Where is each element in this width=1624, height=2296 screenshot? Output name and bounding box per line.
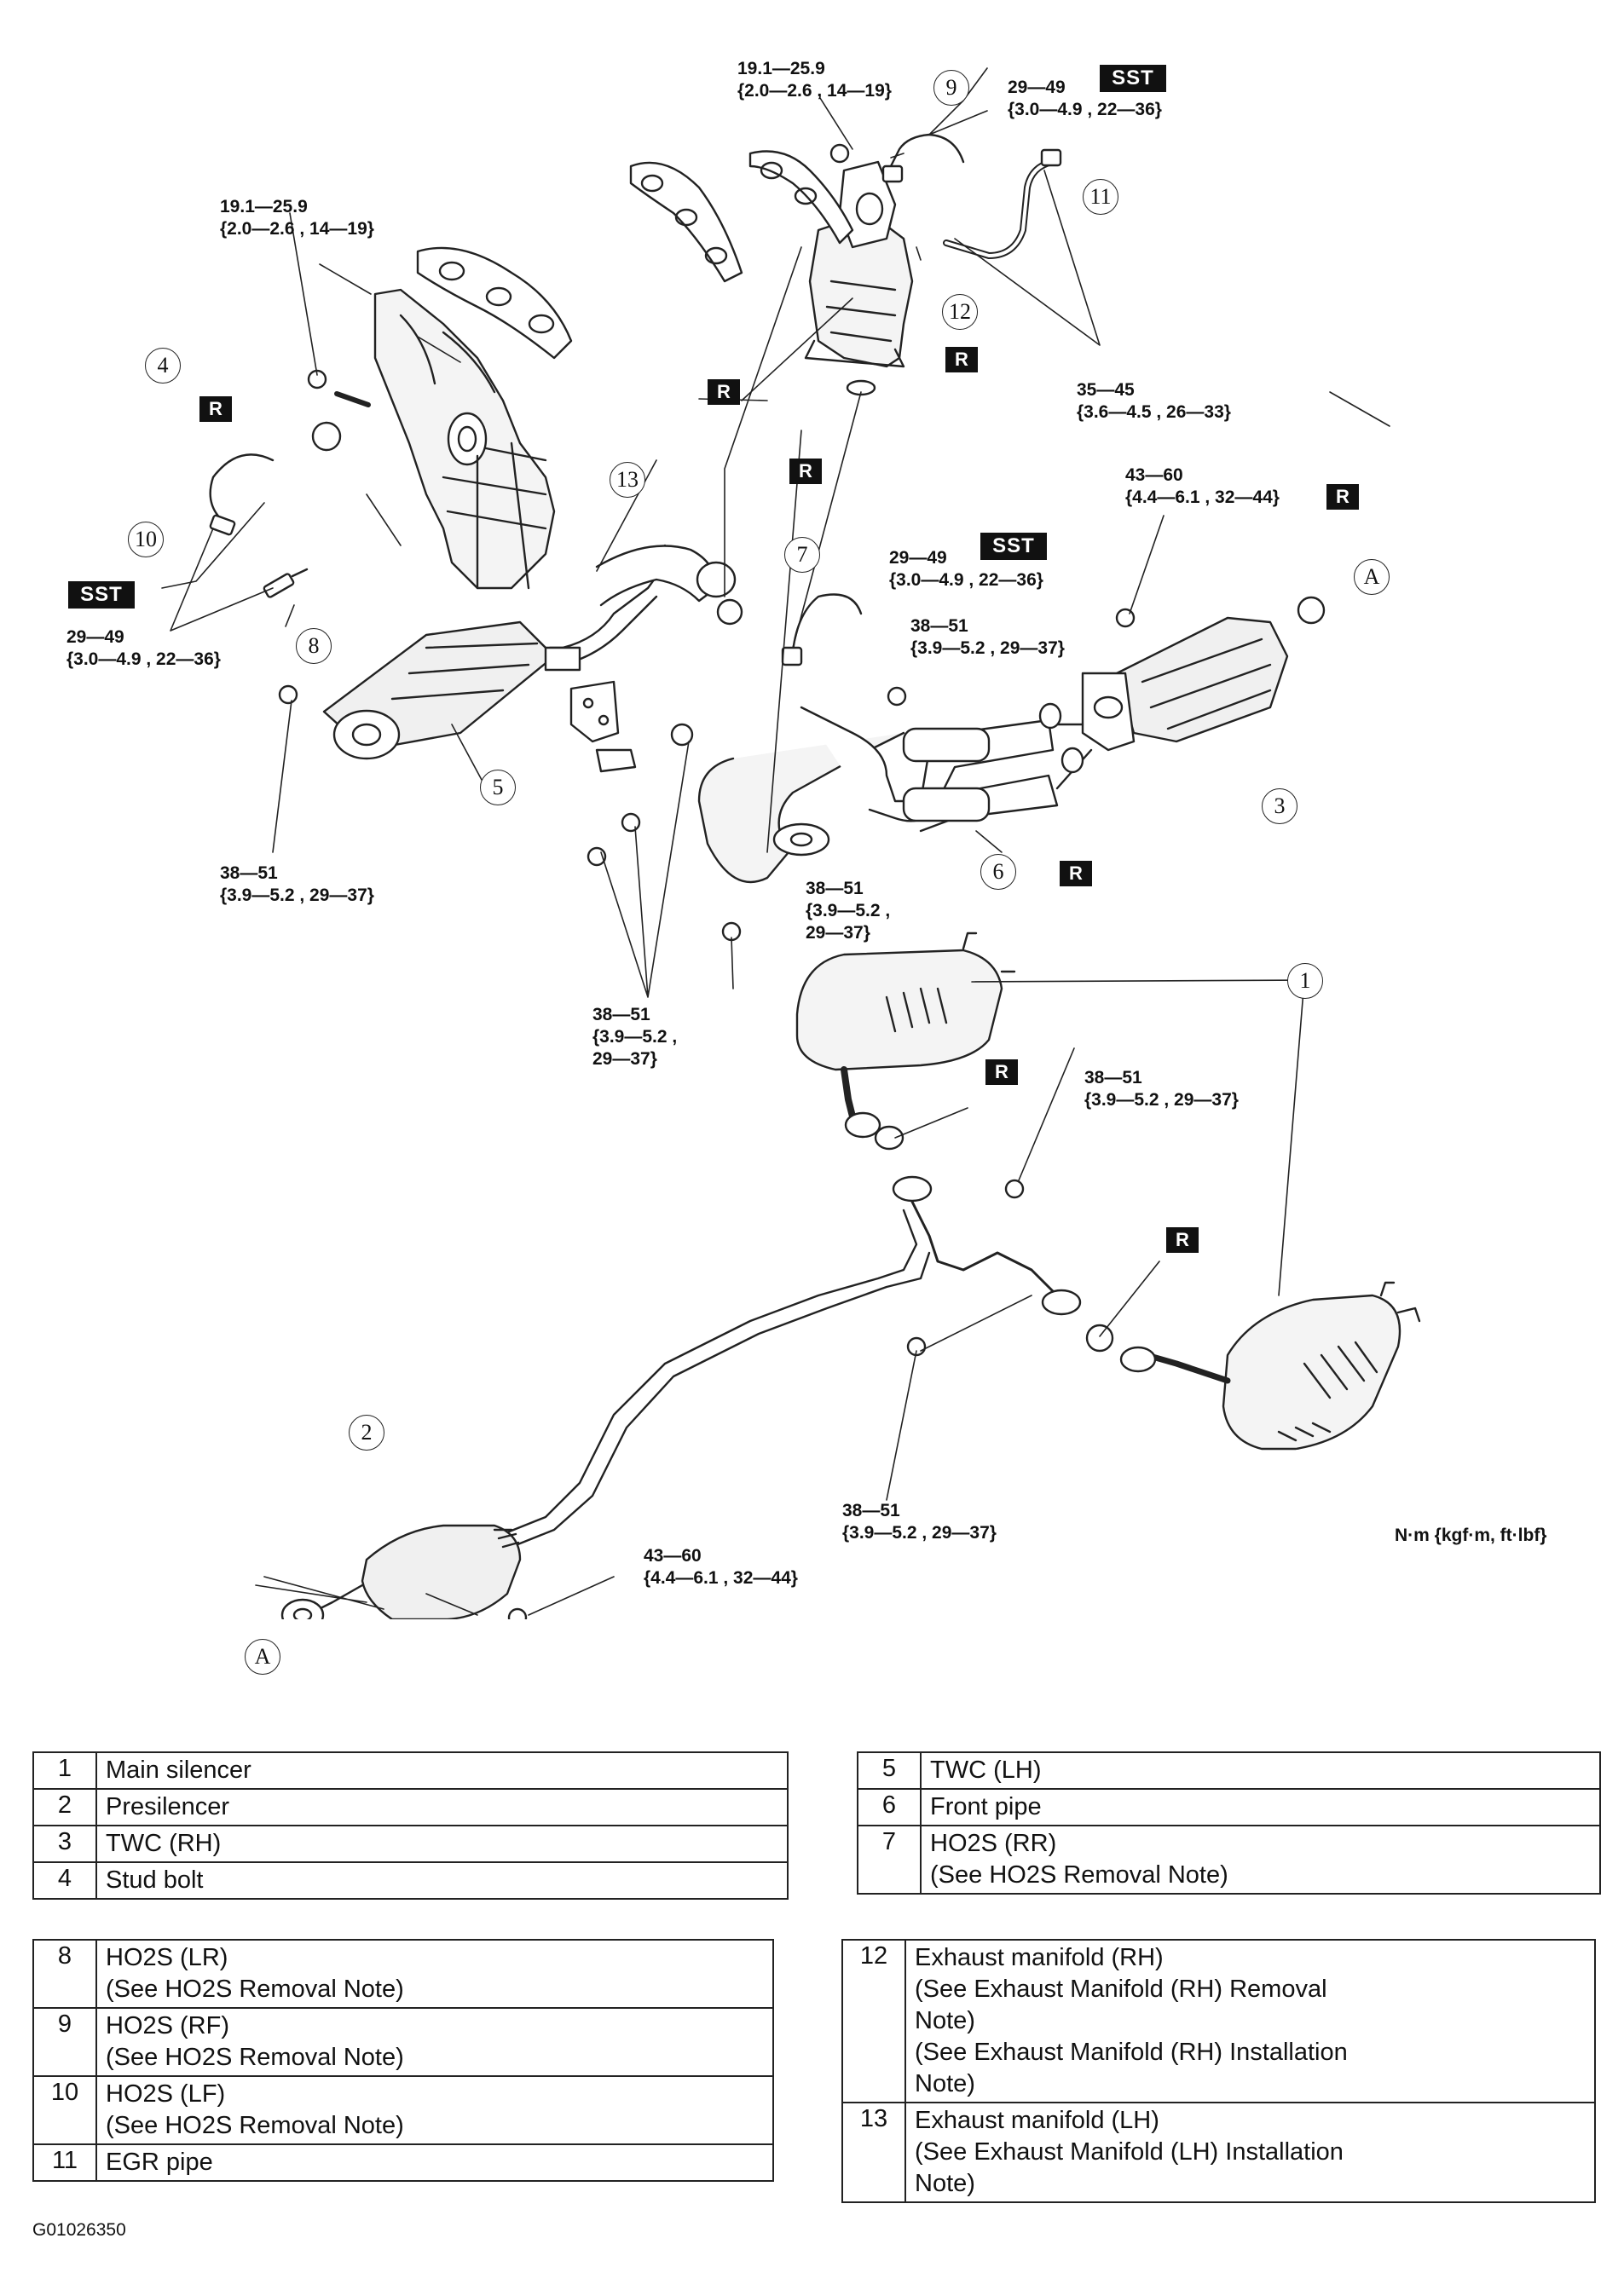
callout-9: 9 (933, 70, 969, 106)
figure-id: G01026350 (32, 2220, 126, 2240)
replace-badge: R (1060, 861, 1092, 886)
torque-label: 38—51 {3.9—5.2 , 29—37} (842, 1501, 997, 1543)
replace-badge: R (1326, 484, 1359, 510)
replace-badge: R (199, 396, 232, 422)
center-y-pipe (501, 1175, 1082, 1549)
torque-units-label: N·m {kgf·m, ft·lbf} (1395, 1526, 1547, 1545)
twc-rh (1055, 616, 1289, 790)
ho2s-lf-sensor (209, 453, 275, 536)
callout-12: 12 (942, 294, 978, 330)
manifold-gasket-lh (416, 246, 573, 360)
twc-lh (322, 544, 668, 760)
support-bracket (569, 680, 694, 773)
torque-label: 35—45 {3.6—4.5 , 26—33} (1077, 380, 1231, 422)
special-tool-badge: SST (68, 581, 135, 609)
callout-3: 3 (1262, 788, 1297, 824)
presilencer (280, 1524, 522, 1619)
callout-a: A (1354, 559, 1390, 595)
main-silencer-rear (1119, 1281, 1421, 1451)
replace-badge: R (985, 1059, 1018, 1085)
callout-a: A (245, 1639, 280, 1675)
ho2s-rf-sensor (881, 133, 965, 183)
ho2s-rr-sensor (781, 593, 863, 666)
torque-label: 38—51 {3.9—5.2 , 29—37} (1084, 1068, 1239, 1110)
replace-badge: R (789, 459, 822, 484)
torque-label: 38—51 {3.9—5.2 , 29—37} (592, 1005, 678, 1069)
torque-label: 29—49 {3.0—4.9 , 22—36} (1008, 78, 1162, 119)
callout-2: 2 (349, 1415, 384, 1451)
egr-pipe (943, 159, 1056, 259)
callout-5: 5 (480, 770, 516, 805)
callout-13: 13 (610, 462, 645, 498)
replace-badge: R (945, 347, 978, 372)
torque-label: 19.1—25.9 {2.0—2.6 , 14—19} (737, 59, 892, 101)
exhaust-manifold-lh (373, 288, 556, 590)
callout-4: 4 (145, 348, 181, 384)
manifold-gasket-rh (629, 150, 854, 283)
torque-label: 38—51 {3.9—5.2 , 29—37} (220, 863, 374, 905)
stud-bolt (334, 391, 371, 407)
torque-label: 38—51 {3.9—5.2 , 29—37} (806, 879, 891, 943)
exhaust-system-exploded-diagram (161, 67, 1421, 1619)
torque-label: 43—60 {4.4—6.1 , 32—44} (644, 1546, 798, 1588)
torque-label: 43—60 {4.4—6.1 , 32—44} (1125, 465, 1280, 507)
callout-8: 8 (296, 628, 332, 664)
main-silencer-front (795, 932, 1016, 1139)
replace-badge: R (708, 379, 740, 405)
callout-11: 11 (1083, 179, 1118, 215)
special-tool-badge: SST (1100, 65, 1166, 92)
torque-label: 38—51 {3.9—5.2 , 29—37} (910, 616, 1065, 658)
exhaust-manifold-rh (804, 160, 914, 368)
callout-1: 1 (1287, 963, 1323, 999)
gasket-rings (311, 379, 1326, 1353)
callout-7: 7 (784, 537, 820, 573)
torque-label: 19.1—25.9 {2.0—2.6 , 14—19} (220, 197, 374, 239)
replace-badge: R (1166, 1227, 1199, 1253)
torque-label: 29—49 {3.0—4.9 , 22—36} (66, 627, 221, 669)
callout-6: 6 (980, 854, 1016, 890)
callout-10: 10 (128, 522, 164, 557)
special-tool-badge: SST (980, 533, 1047, 560)
front-pipe (697, 706, 1059, 884)
ho2s-lr-sensor (263, 568, 309, 598)
torque-label: 29—49 {3.0—4.9 , 22—36} (889, 548, 1043, 590)
